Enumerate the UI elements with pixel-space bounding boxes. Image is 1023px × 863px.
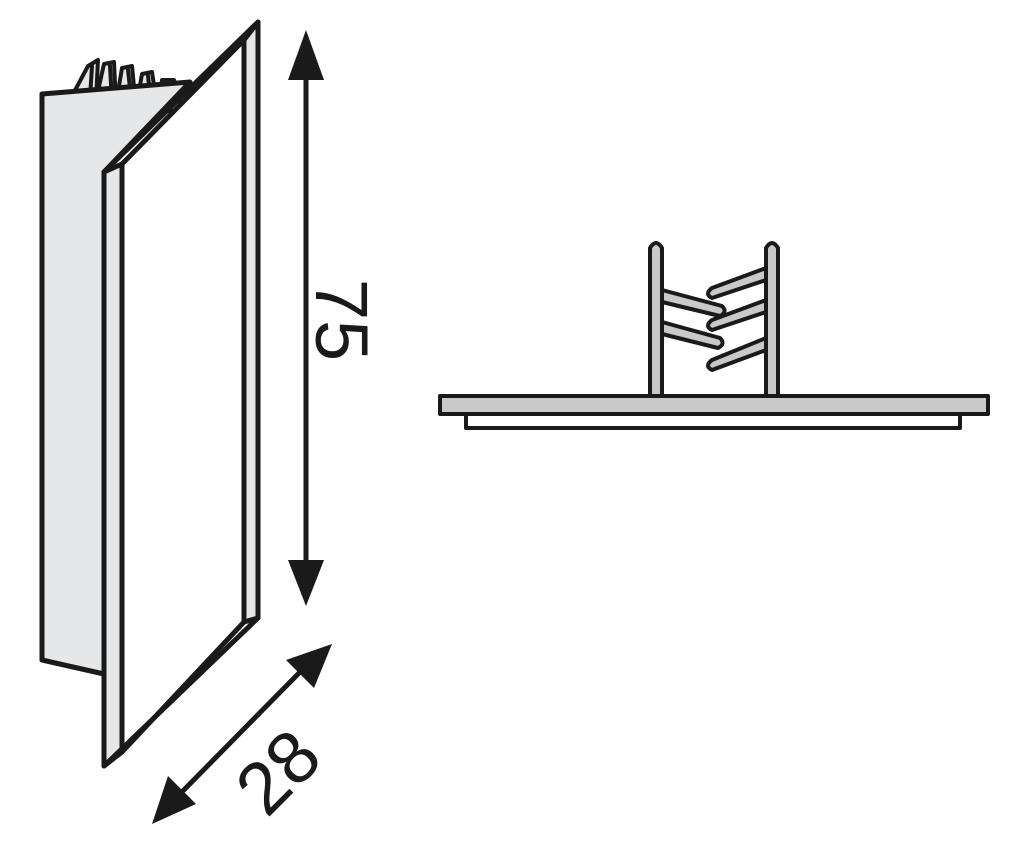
height-label: 75	[300, 279, 383, 361]
front-panel	[119, 37, 247, 755]
base-plate	[438, 394, 990, 416]
front-panel-right-edge	[241, 19, 261, 625]
left-post	[648, 241, 664, 398]
arrow-up-icon	[288, 30, 324, 80]
arrow-up-right-icon	[286, 644, 332, 688]
right-fins	[706, 266, 768, 372]
arrow-down-left-icon	[152, 776, 196, 824]
arrow-down-icon	[288, 560, 324, 606]
right-post	[764, 241, 780, 398]
height-dimension: 75	[288, 30, 383, 606]
left-fins	[660, 288, 727, 350]
profile-3d-view	[39, 19, 261, 769]
depth-label: 28	[220, 714, 337, 831]
front-panel-edge	[101, 161, 125, 769]
cross-section-view	[438, 241, 990, 430]
